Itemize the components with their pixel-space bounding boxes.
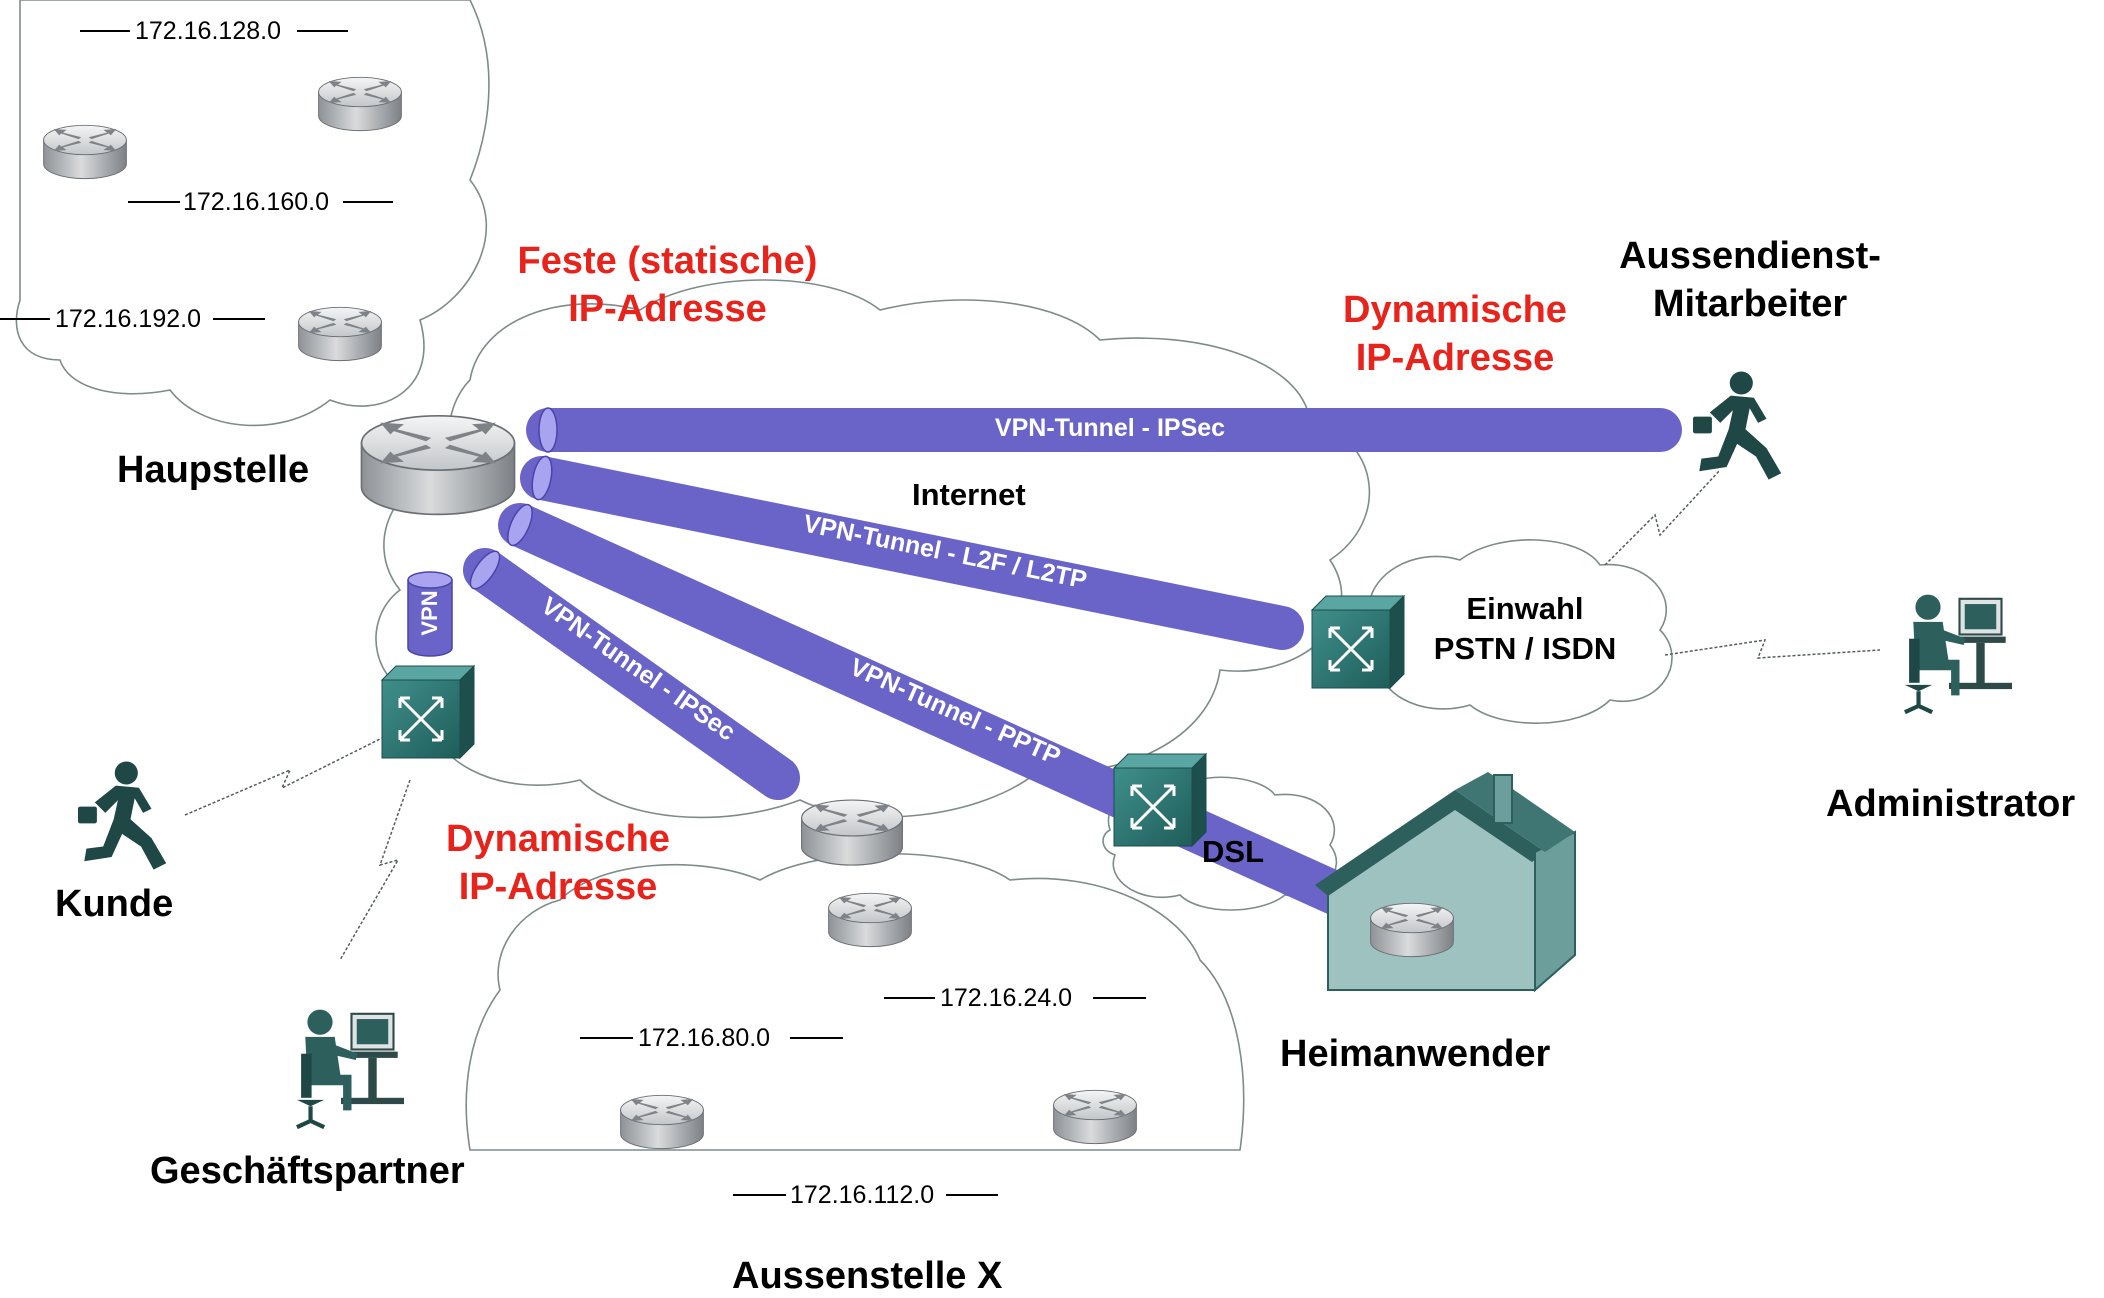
label-einwahl: Einwahl PSTN / ISDN xyxy=(1433,591,1617,666)
link-partner xyxy=(339,779,411,961)
vpn-badge xyxy=(407,571,453,657)
multilayer-switch-icon xyxy=(1310,594,1406,690)
subnet-label: 172.16.24.0 xyxy=(940,984,1073,1012)
mobile-user-icon xyxy=(1693,371,1782,480)
tunnel-label: VPN-Tunnel - IPSec xyxy=(994,414,1226,442)
label-geschaeftspartner: Geschäftspartner xyxy=(150,1150,465,1192)
workstation-user-icon xyxy=(1905,595,2012,713)
link-aussendienst xyxy=(1604,469,1721,566)
tunnel-ipsec-top xyxy=(526,407,1682,453)
label-haupstelle: Haupstelle xyxy=(117,449,310,491)
mobile-user-icon xyxy=(78,761,167,870)
subnet-label: 172.16.160.0 xyxy=(183,188,329,216)
label-dynamic-ip-left: Dynamische IP-Adresse xyxy=(446,818,670,908)
label-administrator: Administrator xyxy=(1826,783,2076,825)
link-admin xyxy=(1664,639,1881,659)
subnet-label: 172.16.192.0 xyxy=(55,305,201,333)
router-icon xyxy=(828,892,912,948)
tunnel-l2f xyxy=(520,455,1304,650)
router-icon xyxy=(1053,1089,1137,1145)
label-dynamic-ip-right: Dynamische IP-Adresse xyxy=(1343,289,1567,379)
tunnel-ipsec-low xyxy=(463,548,800,800)
label-static-ip: Feste (statische) IP-Adresse xyxy=(517,240,818,330)
label-heimanwender: Heimanwender xyxy=(1280,1033,1551,1075)
router-icon xyxy=(801,799,903,866)
router-icon xyxy=(360,414,516,516)
home-office-icon xyxy=(1315,772,1576,993)
subnet-label: 172.16.112.0 xyxy=(790,1181,935,1209)
link-kunde xyxy=(184,737,383,816)
vpn-badge-label: VPN xyxy=(417,590,442,636)
subnet-label: 172.16.80.0 xyxy=(638,1024,771,1052)
label-aussendienst: Aussendienst- Mitarbeiter xyxy=(1619,235,1881,325)
router-icon xyxy=(298,306,382,362)
einwahl-cloud xyxy=(1362,539,1673,724)
multilayer-switch-icon xyxy=(380,664,476,760)
aussenstelle-cloud xyxy=(465,853,1245,1151)
subnet-label: 172.16.128.0 xyxy=(135,17,281,45)
workstation-user-icon xyxy=(297,1010,404,1128)
router-icon xyxy=(1370,902,1454,958)
label-kunde: Kunde xyxy=(55,883,174,925)
label-dsl: DSL xyxy=(1202,834,1264,869)
label-aussenstelle: Aussenstelle X xyxy=(732,1255,1003,1297)
label-internet: Internet xyxy=(912,477,1026,512)
tunnel-pptp xyxy=(498,503,1372,922)
router-icon xyxy=(43,124,127,180)
router-icon xyxy=(620,1094,704,1150)
router-icon xyxy=(318,76,402,132)
